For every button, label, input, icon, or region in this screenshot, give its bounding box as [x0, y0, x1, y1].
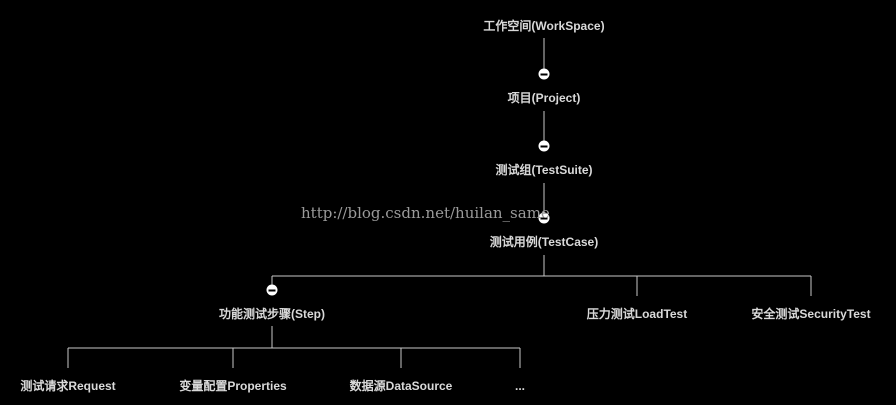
collapse-project-icon[interactable]	[538, 140, 550, 152]
node-properties[interactable]: 变量配置Properties	[179, 379, 287, 393]
node-project[interactable]: 项目(Project)	[507, 91, 581, 105]
collapse-workspace-icon[interactable]	[538, 68, 550, 80]
node-request[interactable]: 测试请求Request	[20, 379, 116, 393]
node-testcase[interactable]: 测试用例(TestCase)	[489, 235, 599, 249]
node-more[interactable]: ...	[514, 379, 526, 393]
collapse-testsuite-icon[interactable]	[538, 212, 550, 224]
node-workspace[interactable]: 工作空间(WorkSpace)	[483, 19, 605, 33]
node-step[interactable]: 功能测试步骤(Step)	[219, 307, 325, 321]
node-loadtest[interactable]: 压力测试LoadTest	[586, 307, 688, 321]
collapse-testcase-icon[interactable]	[266, 284, 278, 296]
watermark-text: http://blog.csdn.net/huilan_same	[301, 204, 550, 222]
node-securitytest[interactable]: 安全测试SecurityTest	[751, 307, 871, 321]
node-testsuite[interactable]: 测试组(TestSuite)	[495, 163, 593, 177]
node-datasource[interactable]: 数据源DataSource	[349, 379, 453, 393]
